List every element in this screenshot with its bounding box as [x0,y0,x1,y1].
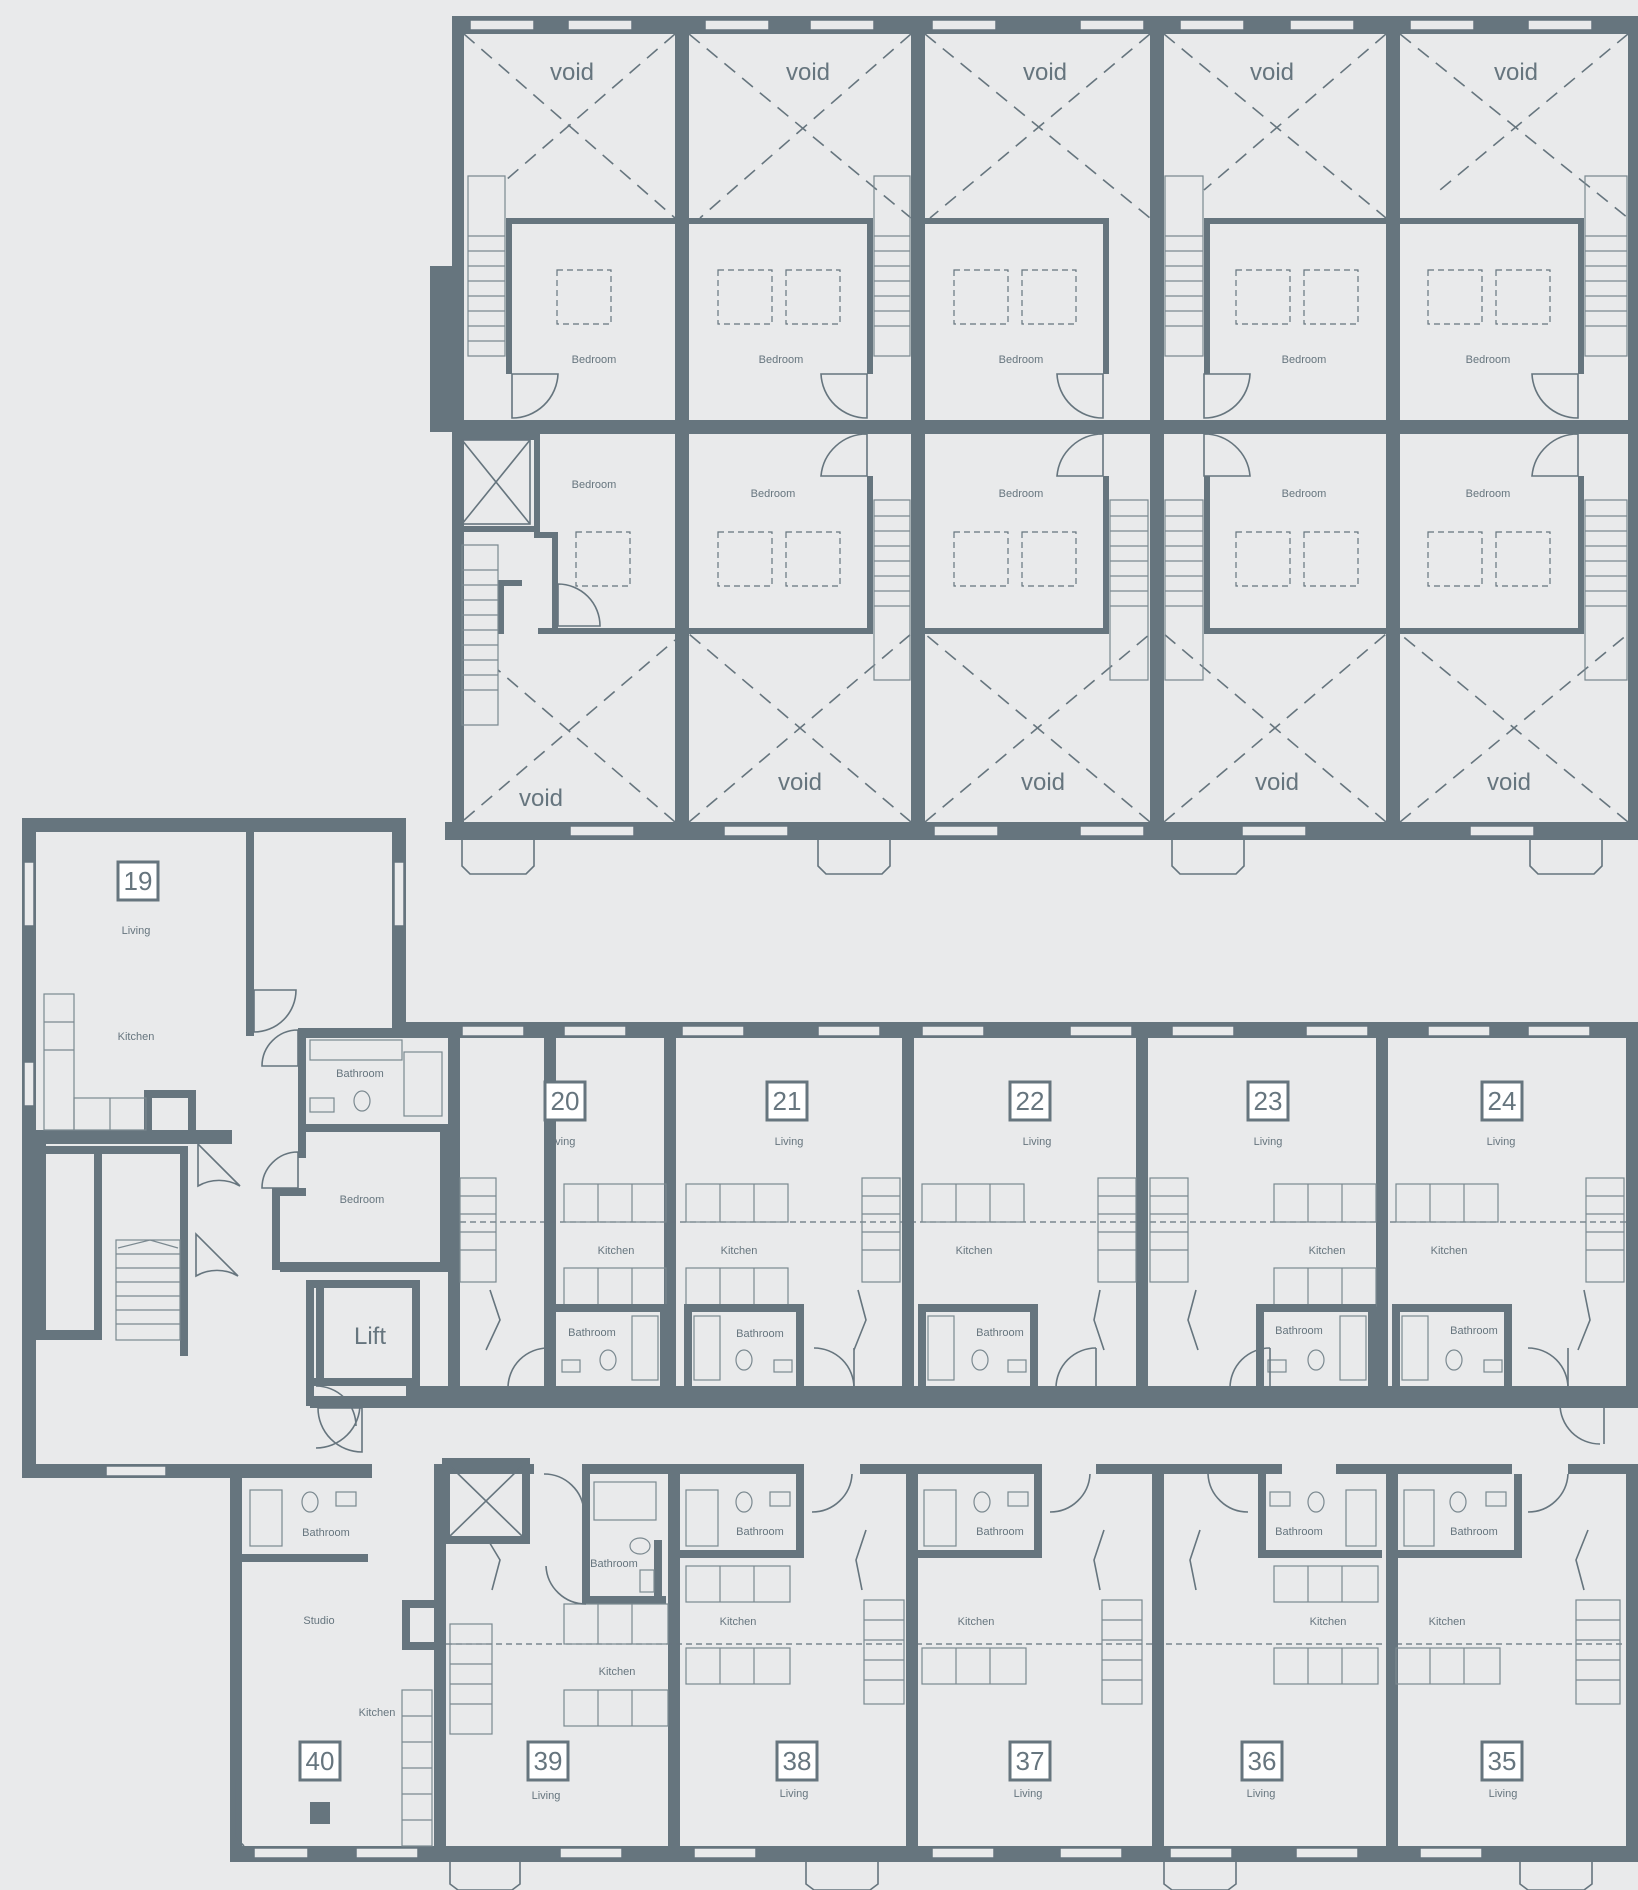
unit-36-living-label: Living [1247,1788,1276,1800]
unit-24-badge [1480,1080,1524,1122]
unit-22-living-label: Living [1023,1136,1052,1148]
unit-38-badge [775,1740,819,1782]
unit-36-kitchen-label: Kitchen [1310,1616,1347,1628]
unit-40-kitchen-label: Kitchen [359,1707,396,1719]
unit-37-number: 37 [1016,1746,1045,1776]
lift: Lift [316,1288,386,1380]
unit-23-bathroom-label: Bathroom [1275,1325,1323,1337]
unit-35-bathroom-label: Bathroom [1450,1526,1498,1538]
unit-35-number: 35 [1488,1746,1517,1776]
unit-36-badge [1240,1740,1284,1782]
units-35-40: 40 39 38 37 36 35 Bathroom Bathroom Bath… [230,1458,1638,1890]
unit-35-kitchen-label: Kitchen [1429,1616,1466,1628]
unit-21-living-label: Living [775,1136,804,1148]
unit-20-bathroom-label: Bathroom [568,1327,616,1339]
bedroom-label-10: Bedroom [1466,488,1511,500]
unit-37-bathroom-label: Bathroom [976,1526,1024,1538]
void-label-2: void [786,59,830,86]
corridor-doors [315,1403,1605,1449]
unit-37-badge [1008,1740,1052,1782]
lift-label: Lift [354,1323,386,1350]
unit-20-badge [543,1080,587,1122]
unit-20-living-label: Living [547,1136,576,1148]
unit-35-badge [1480,1740,1524,1782]
unit-40-studio-label: Studio [303,1615,334,1627]
unit-19-living-label: Living [122,925,151,937]
void-label-6: void [519,785,563,812]
unit-23-number: 23 [1254,1086,1283,1116]
unit-19-kitchen-label: Kitchen [118,1031,155,1043]
unit-36-bathroom-label: Bathroom [1275,1526,1323,1538]
bedroom-label-3: Bedroom [999,354,1044,366]
unit-23-living-label: Living [1254,1136,1283,1148]
unit-40-bathroom-label: Bathroom [302,1527,350,1539]
unit-40-number: 40 [306,1746,335,1776]
void-label-3: void [1023,59,1067,86]
unit-37-kitchen-label: Kitchen [958,1616,995,1628]
bedroom-label-8: Bedroom [999,488,1044,500]
void-label-9: void [1255,769,1299,796]
unit-35-living-label: Living [1489,1788,1518,1800]
unit-22-bathroom-label: Bathroom [976,1327,1024,1339]
top-block: void void void void void void void void … [430,16,1638,875]
unit-24-number: 24 [1488,1086,1517,1116]
void-label-7: void [778,769,822,796]
unit-19-badge [116,860,160,902]
bedroom-label-5: Bedroom [1466,354,1511,366]
unit-19-number: 19 [124,866,153,896]
unit-38-living-label: Living [780,1788,809,1800]
unit-38-bathroom-label: Bathroom [736,1526,784,1538]
bedroom-label-1: Bedroom [572,354,617,366]
unit-24-living-label: Living [1487,1136,1516,1148]
unit-19-bathroom-label: Bathroom [336,1068,384,1080]
unit-36-number: 36 [1248,1746,1277,1776]
unit-22-number: 22 [1016,1086,1045,1116]
unit-39-bathroom-label: Bathroom [590,1558,638,1570]
unit-24-kitchen-label: Kitchen [1431,1245,1468,1257]
unit-19-bedroom-label: Bedroom [340,1194,385,1206]
unit-24-bathroom-label: Bathroom [1450,1325,1498,1337]
unit-21-badge [765,1080,809,1122]
bedroom-label-6: Bedroom [572,479,617,491]
unit-20-kitchen-label: Kitchen [598,1245,635,1257]
unit-20-number: 20 [551,1086,580,1116]
unit-38-kitchen-label: Kitchen [720,1616,757,1628]
bedroom-label-2: Bedroom [759,354,804,366]
void-label-4: void [1250,59,1294,86]
unit-21-bathroom-label: Bathroom [736,1328,784,1340]
units-20-24: 20 21 22 23 24 Living Living Living Livi… [406,1022,1638,1404]
unit-23-badge [1246,1080,1290,1122]
bedroom-label-9: Bedroom [1282,488,1327,500]
unit-23-kitchen-label: Kitchen [1309,1245,1346,1257]
unit-39-living-label: Living [532,1790,561,1802]
unit-21-number: 21 [773,1086,802,1116]
unit-39-number: 39 [534,1746,563,1776]
unit-40-badge [298,1740,342,1782]
unit-21-kitchen-label: Kitchen [721,1245,758,1257]
unit-22-kitchen-label: Kitchen [956,1245,993,1257]
bedroom-label-4: Bedroom [1282,354,1327,366]
unit-39-badge [526,1740,570,1782]
void-label-10: void [1487,769,1531,796]
void-label-5: void [1494,59,1538,86]
unit-38-number: 38 [783,1746,812,1776]
unit-37-living-label: Living [1014,1788,1043,1800]
unit-39-kitchen-label: Kitchen [599,1666,636,1678]
unit-22-badge [1008,1080,1052,1122]
bedroom-label-7: Bedroom [751,488,796,500]
void-label-8: void [1021,769,1065,796]
void-label-1: void [550,59,594,86]
